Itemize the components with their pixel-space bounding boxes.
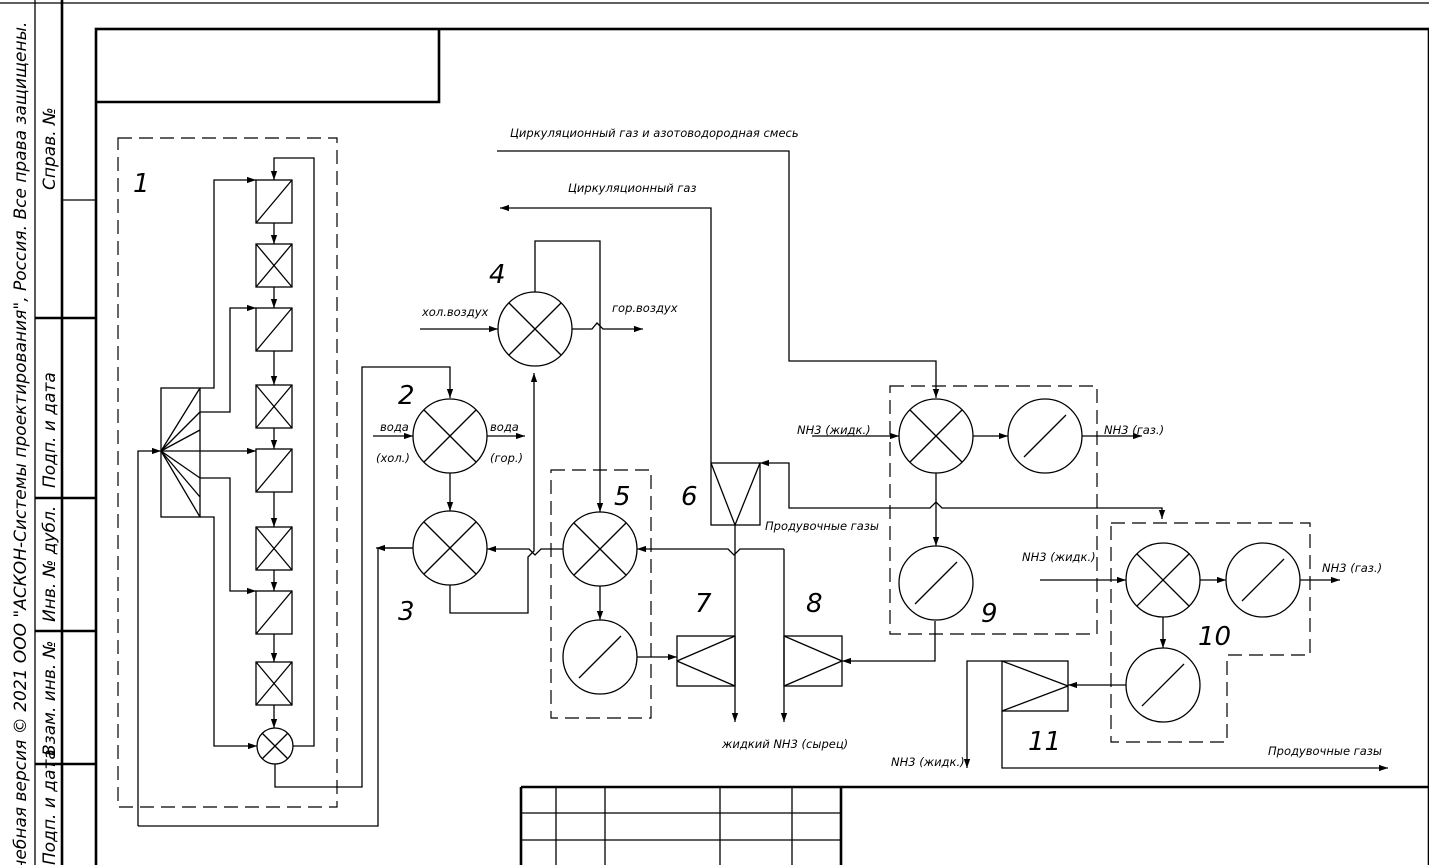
number-6: 6 xyxy=(681,482,698,512)
top-streams: Циркуляционный газ и азотоводородная сме… xyxy=(497,126,940,398)
label-nh3-liq-10: NH3 (жидк.) xyxy=(1022,550,1096,564)
unit-3-heat-exchanger: 3 xyxy=(138,373,538,827)
unit-7-8-exchangers: 7 8 жидкий NH3 (сырец) xyxy=(676,549,936,751)
label-hot-air: гор.воздух xyxy=(612,301,678,315)
unit-1-converter: 1 xyxy=(117,137,454,826)
label-nh3-liq-9: NH3 (жидк.) xyxy=(797,423,871,437)
number-7: 7 xyxy=(695,589,712,619)
number-10: 10 xyxy=(1198,622,1231,652)
label-water-out: вода xyxy=(490,420,519,434)
label-podp-1: Подп. и дата xyxy=(40,372,60,488)
label-nh3-gas-10: NH3 (газ.) xyxy=(1322,561,1382,575)
unit-4-air-heater: 4 хол.воздух гор.воздух xyxy=(420,240,678,512)
unit-9-evaporator: 9 NH3 (жидк.) NH3 (газ.) xyxy=(797,385,1164,635)
number-3: 3 xyxy=(398,597,415,627)
label-podp-2: Подп. и дата xyxy=(40,749,60,865)
label-purge-gas-6: Продувочные газы xyxy=(765,519,879,533)
number-9: 9 xyxy=(981,599,998,629)
label-water-cold: (хол.) xyxy=(376,451,410,465)
label-water-in: вода xyxy=(380,420,409,434)
label-liquid-nh3-raw: жидкий NH3 (сырец) xyxy=(721,737,848,751)
side-strip: Учебная версия © 2021 ООО "АСКОН-Системы… xyxy=(11,22,60,865)
label-circ-gas-mix: Циркуляционный газ и азотоводородная сме… xyxy=(510,126,799,140)
unit-11-separator: 11 NH3 (жидк.) Продувочные газы xyxy=(891,660,1388,772)
number-11: 11 xyxy=(1028,727,1061,757)
number-8: 8 xyxy=(806,589,823,619)
label-circ-gas: Циркуляционный газ xyxy=(568,181,697,195)
copyright-text: Учебная версия © 2021 ООО "АСКОН-Системы… xyxy=(11,22,31,865)
unit-6-separator: 6 Продувочные газы xyxy=(500,204,1166,549)
number-2: 2 xyxy=(398,381,415,411)
label-cold-air: хол.воздух xyxy=(421,305,489,319)
label-water-hot: (гор.) xyxy=(490,451,523,465)
number-4: 4 xyxy=(489,260,506,290)
unit-10-evaporator: 10 NH3 (жидк.) NH3 (газ.) xyxy=(1022,522,1382,743)
label-nh3-liq-out: NH3 (жидк.) xyxy=(891,755,965,769)
label-purge-gas-out: Продувочные газы xyxy=(1268,744,1382,758)
number-1: 1 xyxy=(133,169,150,199)
unit-5-cooler-condenser: 5 xyxy=(487,469,784,719)
number-5: 5 xyxy=(614,482,631,512)
label-sprav: Справ. № xyxy=(40,107,60,190)
label-inv-dubl: Инв. № дубл. xyxy=(40,506,60,622)
label-vzam: Взам. инв. № xyxy=(40,641,60,756)
unit-2-heat-exchanger: 2 вода (хол.) вода (гор.) xyxy=(373,381,525,511)
label-nh3-gas-9: NH3 (газ.) xyxy=(1104,423,1164,437)
